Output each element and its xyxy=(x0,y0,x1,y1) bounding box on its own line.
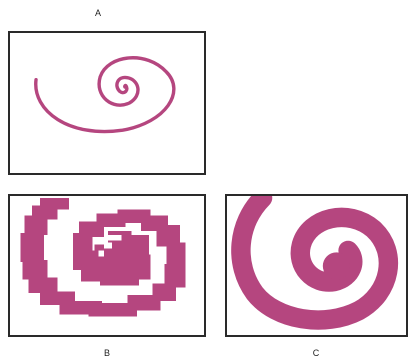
panel-b-pixelated-spiral xyxy=(8,194,206,337)
label-a: A xyxy=(88,8,108,18)
panel-a-thin-spiral xyxy=(8,31,206,175)
panel-c-smooth-spiral xyxy=(225,194,408,337)
smooth-spiral-core xyxy=(323,252,350,279)
label-b: B xyxy=(97,348,117,358)
smooth-spiral-graphic xyxy=(227,196,406,335)
pixelated-spiral-graphic xyxy=(10,196,204,335)
thin-spiral-graphic xyxy=(10,33,204,173)
smooth-spiral-path xyxy=(241,198,388,320)
thin-spiral-path xyxy=(36,58,174,132)
thin-spiral-core xyxy=(123,84,128,89)
label-c: C xyxy=(306,348,326,358)
